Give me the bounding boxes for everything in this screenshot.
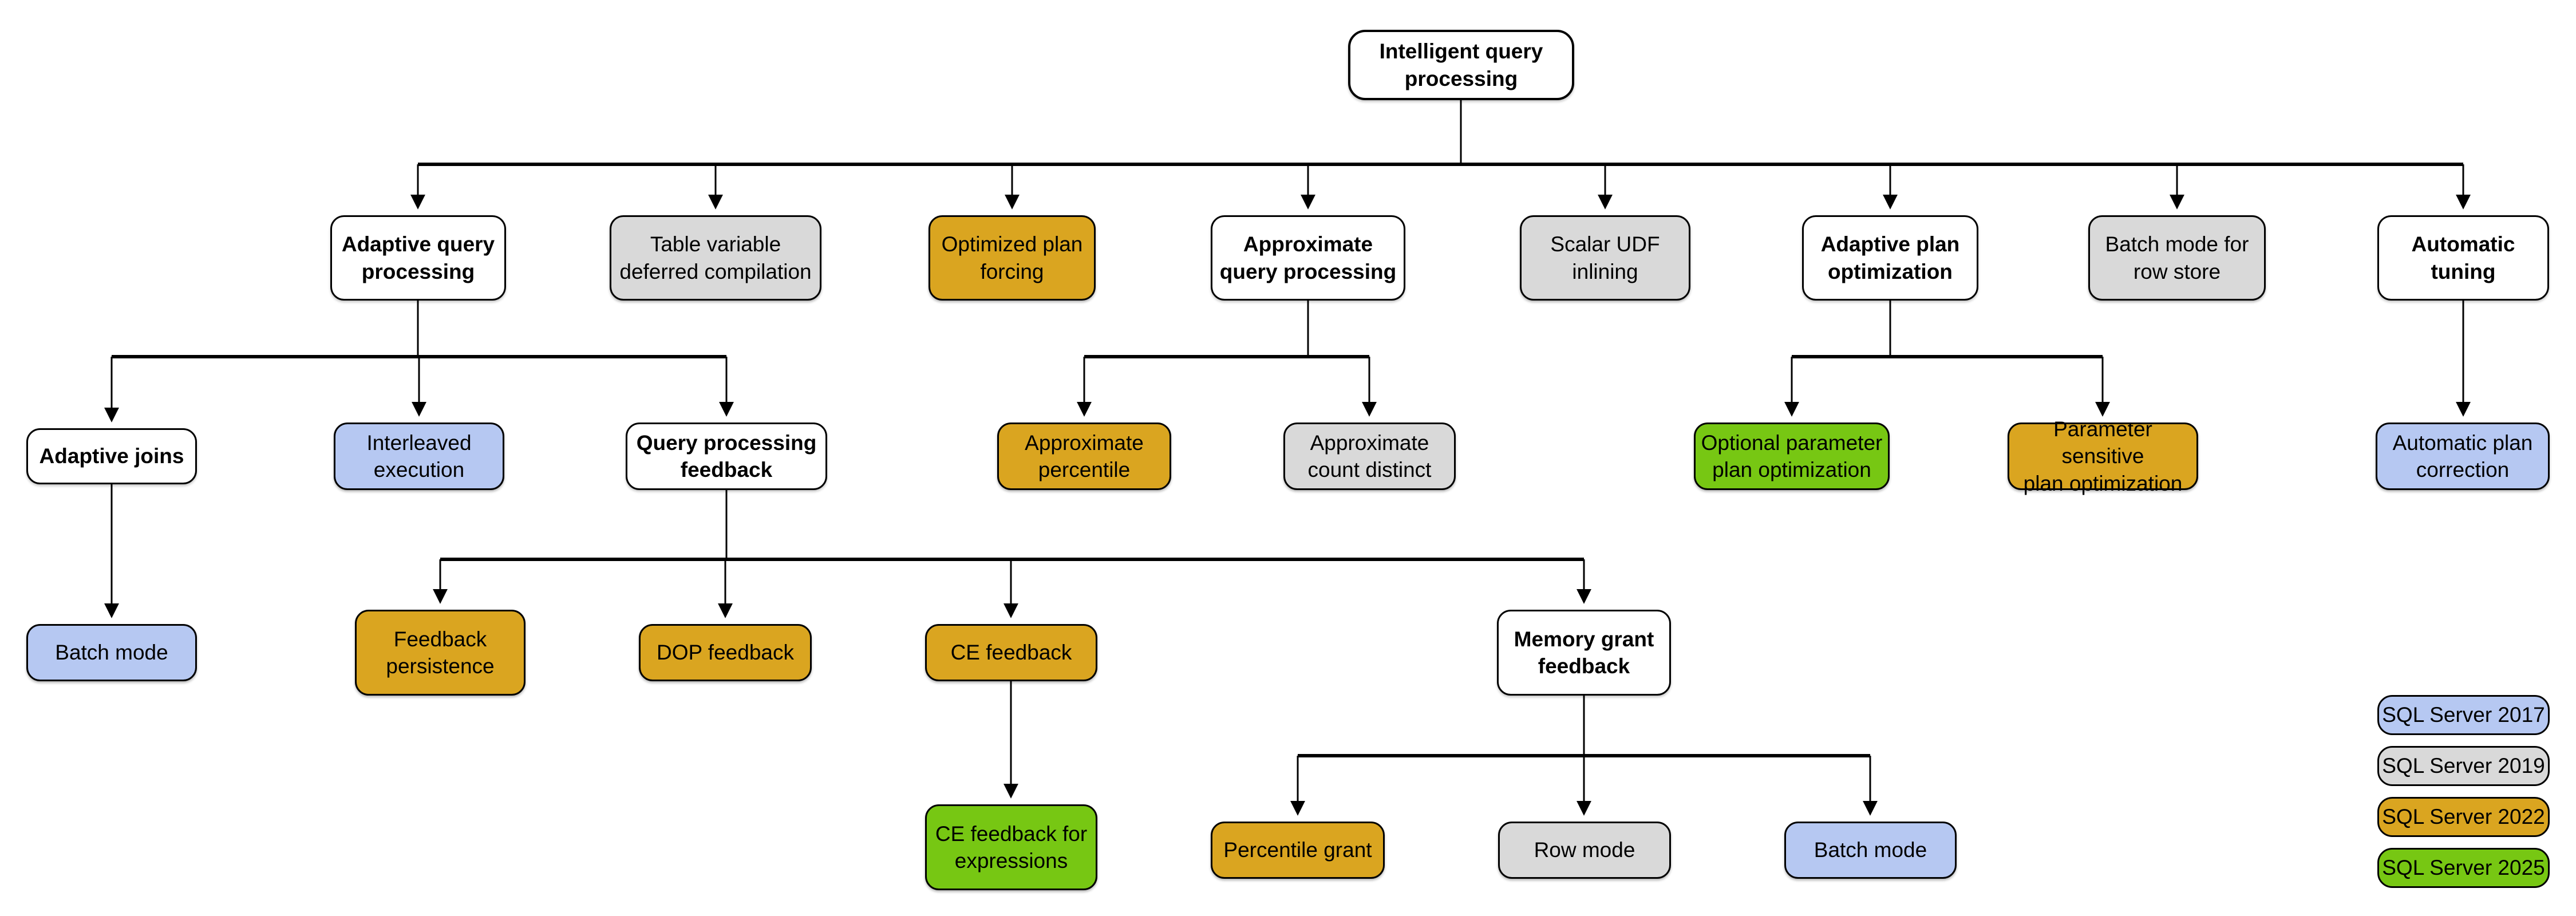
node-automatic-tuning: Automatic tuning [2377,215,2549,301]
legend-sql-server-2017: SQL Server 2017 [2377,695,2550,735]
node-interleaved-execution: Interleaved execution [334,423,504,490]
node-optional-parameter-plan-optimization: Optional parameter plan optimization [1694,423,1890,490]
node-batch-mode-adaptive-joins: Batch mode [26,624,197,681]
node-scalar-udf-inlining: Scalar UDF inlining [1520,215,1690,301]
legend-sql-server-2025: SQL Server 2025 [2377,848,2550,888]
legend-sql-server-2022: SQL Server 2022 [2377,797,2550,837]
node-parameter-sensitive-plan-optimization: Parameter sensitive plan optimization [2008,417,2198,495]
node-adaptive-plan-optimization: Adaptive plan optimization [1802,215,1978,301]
node-approximate-percentile: Approximate percentile [997,423,1171,490]
node-feedback-persistence: Feedback persistence [355,610,526,696]
node-query-processing-feedback: Query processing feedback [626,423,827,490]
node-approximate-count-distinct: Approximate count distinct [1283,423,1456,490]
legend-sql-server-2019: SQL Server 2019 [2377,746,2550,786]
node-automatic-plan-correction: Automatic plan correction [2376,423,2550,490]
node-dop-feedback: DOP feedback [639,624,812,681]
node-ce-feedback: CE feedback [925,624,1097,681]
node-ce-feedback-for-expressions: CE feedback for expressions [925,804,1097,890]
node-table-variable-deferred-compilation: Table variable deferred compilation [610,215,821,301]
node-percentile-grant: Percentile grant [1211,822,1385,879]
node-batch-mode-memory-grant: Batch mode [1784,822,1957,879]
node-adaptive-query-processing: Adaptive query processing [330,215,506,301]
node-approximate-query-processing: Approximate query processing [1211,215,1405,301]
node-memory-grant-feedback: Memory grant feedback [1497,610,1671,696]
node-intelligent-query-processing: Intelligent query processing [1348,30,1574,100]
node-adaptive-joins: Adaptive joins [26,428,197,484]
node-batch-mode-for-row-store: Batch mode for row store [2088,215,2266,301]
node-optimized-plan-forcing: Optimized plan forcing [929,215,1096,301]
node-row-mode: Row mode [1498,822,1671,879]
